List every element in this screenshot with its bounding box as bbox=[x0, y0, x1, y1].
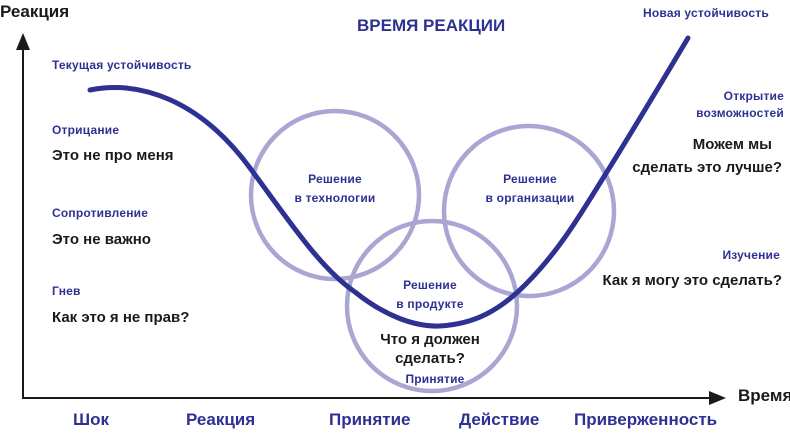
stage-action: Действие bbox=[459, 410, 540, 429]
diagram-title: ВРЕМЯ РЕАКЦИИ bbox=[357, 16, 506, 35]
circle-product-line2: в продукте bbox=[396, 297, 464, 311]
circle-organization-label: Решение в организации bbox=[470, 170, 590, 208]
acceptance-label: Принятие bbox=[405, 372, 465, 386]
phase-denial-quote: Это не про меня bbox=[52, 147, 174, 164]
circle-technology-label: Решение в технологии bbox=[285, 170, 385, 208]
current-stability-label: Текущая устойчивость bbox=[52, 58, 192, 72]
phase-opportunity-quote-line1: Можем мы bbox=[692, 136, 772, 153]
acceptance-quote: Что я должен сделать? bbox=[370, 330, 490, 368]
acceptance-quote-line2: сделать? bbox=[395, 350, 465, 367]
phase-opportunity-label-line2: возможностей bbox=[696, 106, 784, 120]
reaction-curve bbox=[87, 35, 691, 329]
acceptance-quote-line1: Что я должен bbox=[380, 331, 480, 348]
x-axis-arrow-icon bbox=[709, 391, 726, 405]
stage-acceptance: Принятие bbox=[329, 410, 411, 429]
circle-technology-line2: в технологии bbox=[294, 191, 376, 205]
circle-organization bbox=[441, 123, 617, 299]
phase-denial-label: Отрицание bbox=[52, 123, 120, 137]
phase-resistance-quote: Это не важно bbox=[52, 231, 151, 248]
phase-opportunity-quote: Можем мы сделать это лучше? bbox=[632, 133, 782, 179]
circle-product-label: Решение в продукте bbox=[380, 276, 480, 314]
phase-opportunity-label-line1: Открытие bbox=[723, 89, 784, 103]
y-axis-label: Реакция bbox=[0, 2, 70, 21]
stage-reaction: Реакция bbox=[186, 410, 256, 429]
phase-learning-label: Изучение bbox=[722, 248, 780, 262]
circle-product bbox=[344, 218, 520, 394]
y-axis-arrow-icon bbox=[16, 33, 30, 50]
phase-anger-quote: Как это я не прав? bbox=[52, 309, 190, 326]
circle-technology bbox=[248, 108, 422, 282]
stage-commitment: Приверженность bbox=[574, 410, 718, 429]
phase-learning-quote: Как я могу это сделать? bbox=[602, 272, 782, 289]
stage-shock: Шок bbox=[73, 410, 109, 429]
new-stability-label: Новая устойчивость bbox=[643, 6, 769, 20]
phase-resistance-label: Сопротивление bbox=[52, 206, 149, 220]
circle-organization-line2: в организации bbox=[485, 191, 575, 205]
phase-opportunity-quote-line2: сделать это лучше? bbox=[632, 159, 782, 176]
phase-opportunity-label: Открытие возможностей bbox=[696, 88, 784, 122]
circle-technology-line1: Решение bbox=[308, 172, 362, 186]
circle-product-line1: Решение bbox=[403, 278, 457, 292]
circle-organization-line1: Решение bbox=[503, 172, 557, 186]
phase-anger-label: Гнев bbox=[52, 284, 81, 298]
x-axis-label: Время bbox=[738, 386, 790, 405]
